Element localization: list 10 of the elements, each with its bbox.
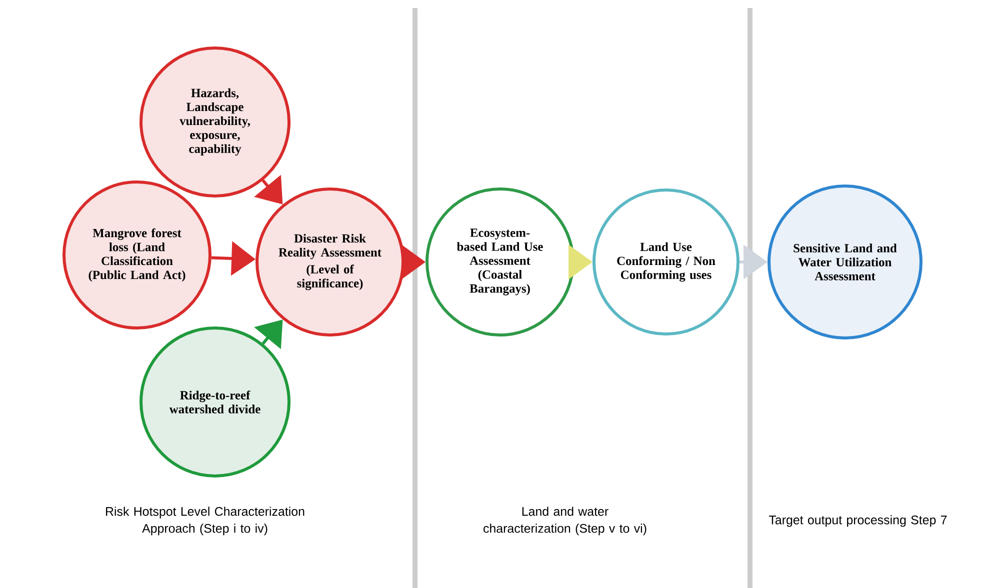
circle-node: Mangrove forest loss (Land Classification (Public Land Act) xyxy=(62,180,212,330)
circle-node: Ecosystem-based Land Use Assessment (Coastal Barangays) xyxy=(426,188,574,336)
circle-node: Disaster Risk Reality Assessment (Level of significance) xyxy=(256,188,404,336)
caption-text: Target output processing Step 7 xyxy=(768,515,947,527)
circle-node: Land Use Conforming / Non Conforming uses xyxy=(592,188,740,336)
circle-node: Ridge-to-reef watershed divide xyxy=(140,326,290,478)
caption-text: Risk Hotspot Level Characterization Approach (Step i to iv) xyxy=(106,506,304,536)
circle-node: Sensitive Land and Water Utilization Assessment xyxy=(768,184,922,340)
caption-text: Land and water characterization (Step v to vi) xyxy=(484,506,646,536)
circle-node: Hazards, Landscape vulnerability, exposure, capability xyxy=(140,46,290,198)
